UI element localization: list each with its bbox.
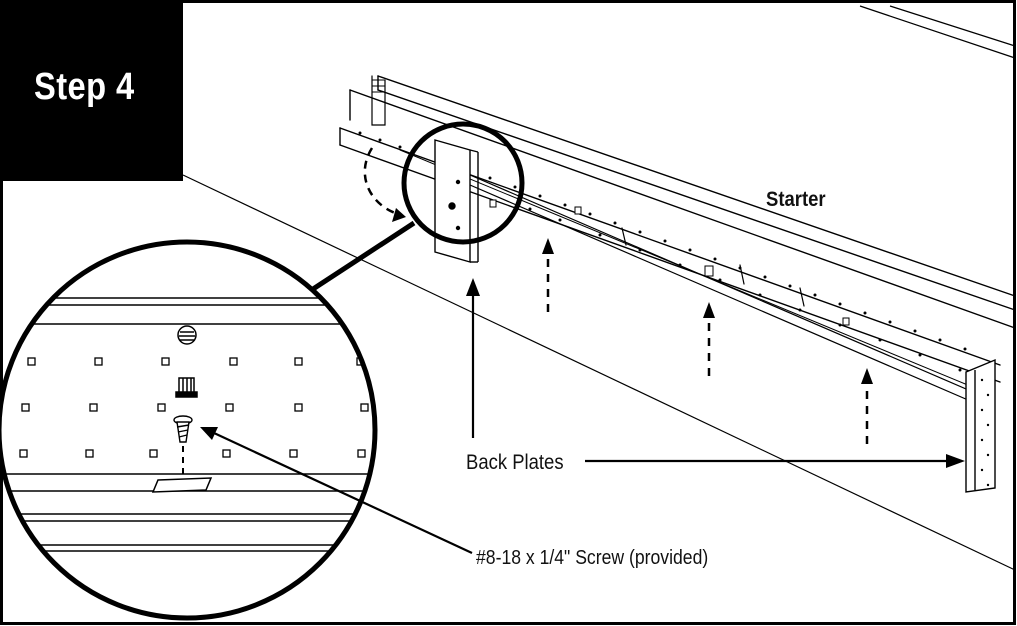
back-plate-left: [434, 139, 479, 263]
step-title: Step 4: [34, 66, 135, 108]
starter-label: Starter: [766, 188, 826, 211]
magnified-detail: [0, 242, 375, 618]
wall-lines: [182, 5, 1016, 571]
round-knockout: [177, 325, 197, 345]
back-plates-label: Back Plates: [466, 451, 564, 474]
screw-slot: [151, 477, 213, 493]
screw: [173, 415, 193, 443]
channel-holes: [358, 131, 967, 372]
curved-arrow-head: [392, 208, 406, 222]
curved-arrow: [363, 147, 399, 216]
back-plate-right-holes: [980, 378, 990, 487]
dashed-up-arrowheads: [542, 238, 873, 384]
screw-leader-arrowhead: [200, 427, 218, 440]
back-plate-right: [965, 358, 996, 493]
magnifier-ring: [0, 239, 378, 621]
back-plates-leaders: [471, 292, 948, 463]
screw-label: #8-18 x 1/4" Screw (provided): [476, 547, 709, 569]
detail-highlight-circle: [401, 121, 525, 245]
back-plates-arrowheads: [466, 278, 965, 468]
mounting-tabs: [489, 199, 850, 326]
step-badge: Step 4: [0, 0, 183, 181]
spring-clip: [175, 377, 198, 398]
screw-leader: [213, 432, 473, 554]
dashed-up-arrows: [546, 252, 869, 444]
